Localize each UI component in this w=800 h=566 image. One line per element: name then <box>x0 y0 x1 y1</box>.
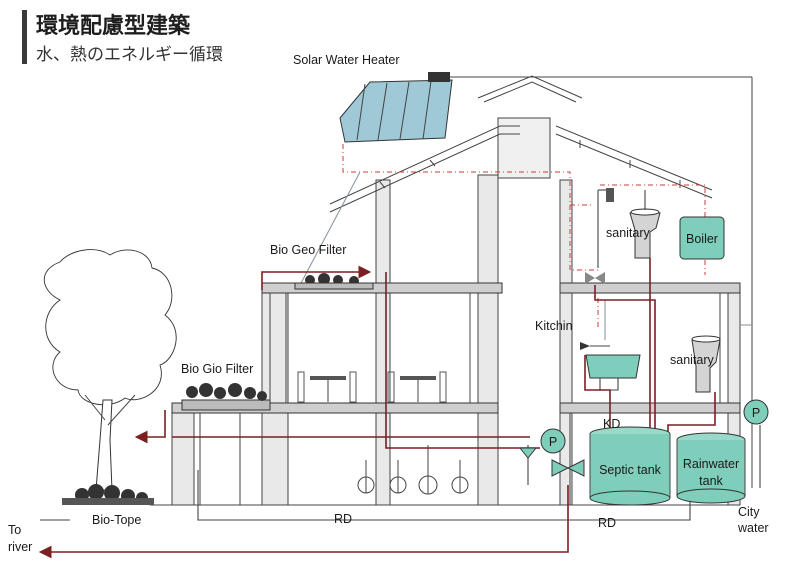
septic-tank <box>589 426 671 506</box>
label-city-water-line2: water <box>737 521 769 535</box>
label-kitchin: Kitchin <box>535 319 573 333</box>
kitchen-area <box>580 300 752 393</box>
label-septic-tank: Septic tank <box>599 463 662 477</box>
pump-left: P <box>540 428 566 454</box>
page-title: 環境配慮型建築 <box>36 13 191 39</box>
label-to-river-line1: To <box>8 523 21 537</box>
label-to-river-line2: river <box>8 540 32 554</box>
page-subtitle: 水、熱のエネルギー循環 <box>36 45 223 64</box>
tree <box>43 249 177 491</box>
label-rainwater-tank-line2: tank <box>699 474 723 488</box>
title-accent-bar <box>22 10 27 64</box>
label-bio-tope: Bio-Tope <box>92 513 141 527</box>
planter-beds <box>62 273 374 505</box>
label-boiler: Boiler <box>686 232 718 246</box>
label-rd-left: RD <box>334 512 352 526</box>
valve-lower <box>551 459 585 477</box>
label-city-water-line1: City <box>738 505 760 519</box>
label-rd-right: RD <box>598 516 616 530</box>
dining-furniture <box>297 371 447 403</box>
label-rainwater-tank-line1: Rainwater <box>683 457 739 471</box>
pump-right: P <box>743 399 769 425</box>
svg-text:P: P <box>549 435 557 449</box>
label-kd: KD <box>603 417 620 431</box>
label-bio-geo-filter: Bio Geo Filter <box>270 243 346 257</box>
label-sanitary-upper: sanitary <box>606 226 651 240</box>
label-bio-gio-filter: Bio Gio Filter <box>181 362 253 376</box>
rainwater-tank <box>676 432 746 504</box>
svg-text:P: P <box>752 406 760 420</box>
label-sanitary-lower: sanitary <box>670 353 715 367</box>
label-solar-water-heater: Solar Water Heater <box>293 53 400 67</box>
upper-bathroom <box>585 188 725 284</box>
motorbikes <box>357 445 469 495</box>
valve-left <box>518 447 538 459</box>
